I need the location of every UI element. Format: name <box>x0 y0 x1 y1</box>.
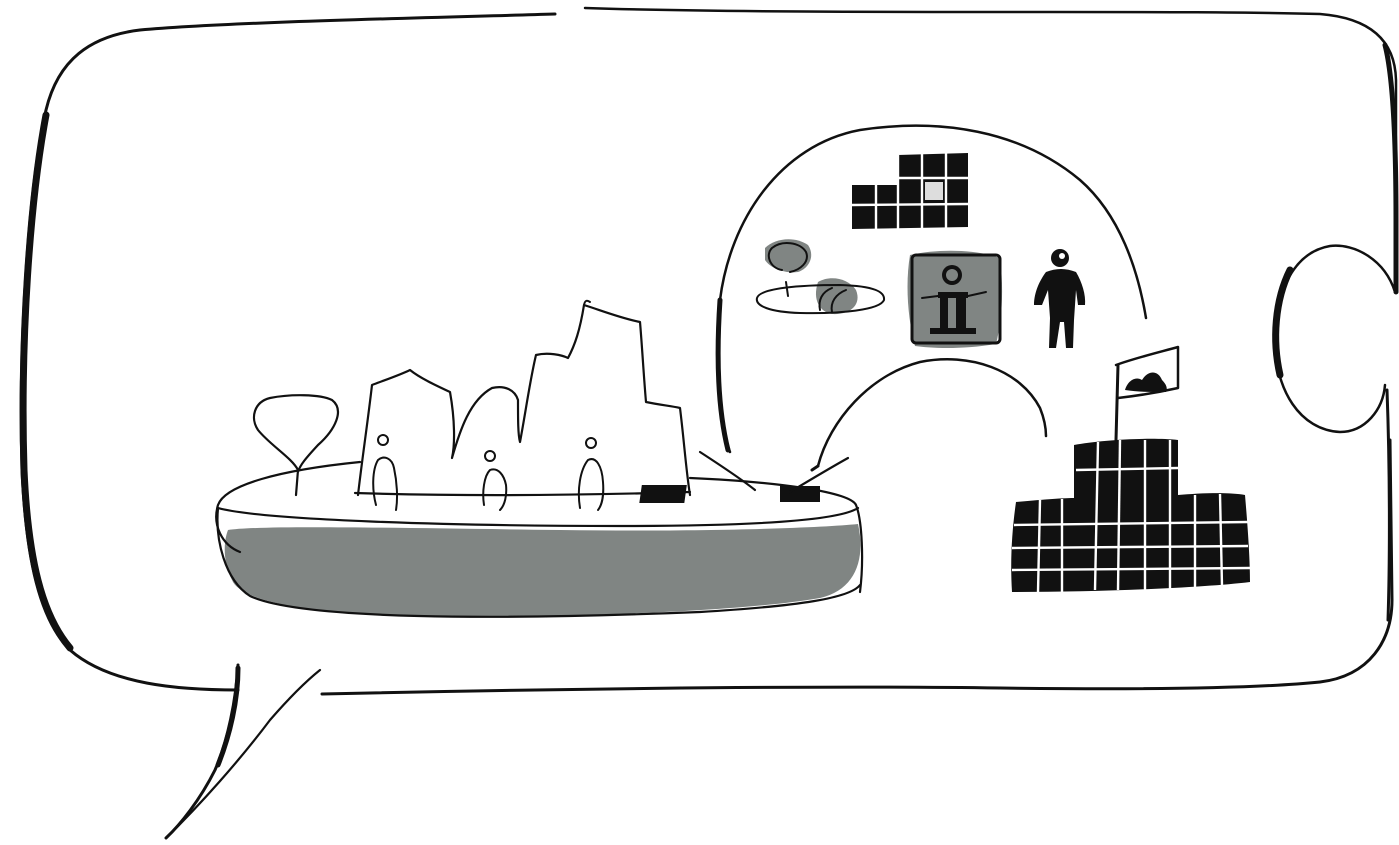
person-2 <box>483 451 506 510</box>
platform-solar-panels <box>639 452 848 503</box>
solar-panel-icon <box>852 153 968 229</box>
flag-icon <box>1116 347 1178 440</box>
floating-platform <box>216 462 862 617</box>
pond-tree-icon <box>757 239 884 314</box>
solar-block-icon <box>1011 439 1250 592</box>
concert-hall-silhouette <box>358 301 690 495</box>
person-1 <box>373 435 397 510</box>
pond-tree-left <box>254 395 338 495</box>
standing-person-icon <box>1034 249 1085 348</box>
speech-bubble <box>21 8 1396 838</box>
information-board-icon <box>908 251 1003 348</box>
person-3 <box>579 438 603 510</box>
